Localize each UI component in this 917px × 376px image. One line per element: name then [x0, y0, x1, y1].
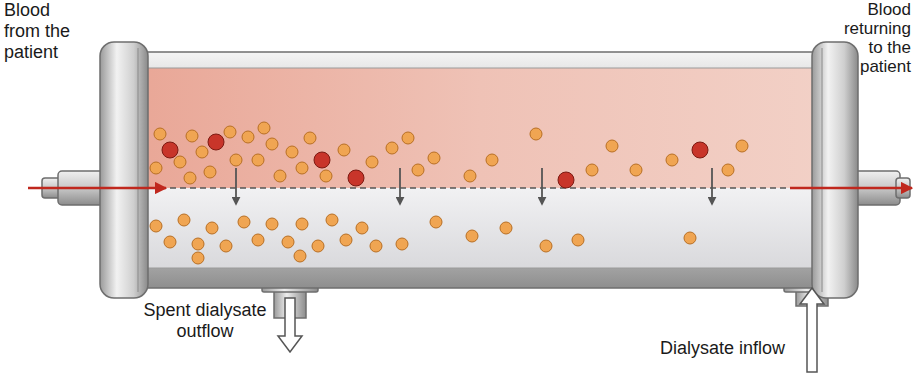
blood-flow-label: Blood returning to the patient	[833, 0, 911, 76]
dialysate-flow-label: Dialysate inflow	[660, 338, 800, 359]
dialysate-flow-label: Spent dialysate outflow	[140, 300, 270, 342]
blood-flow-label: Blood from the patient	[4, 0, 76, 63]
